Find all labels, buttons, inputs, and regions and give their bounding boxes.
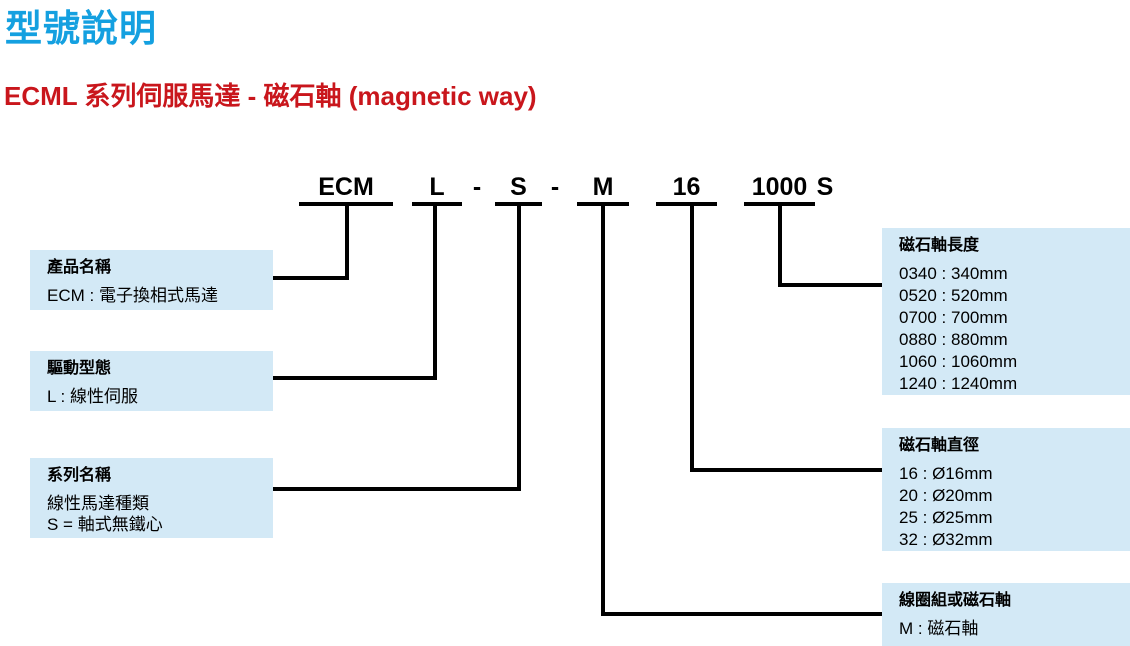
connector-ecm-vertical — [345, 206, 349, 280]
callout-product-name-title: 產品名稱 — [47, 259, 112, 276]
connector-16-horizontal — [690, 468, 882, 472]
connector-1000-horizontal — [778, 283, 882, 287]
callout-drive-type-line: L : 線性伺服 — [47, 387, 138, 406]
callout-series-name-line-1: 線性馬達種類 — [47, 494, 149, 513]
connector-s-vertical — [517, 206, 521, 491]
connector-m-vertical — [601, 206, 605, 616]
magnet-way-length-option-2: 0520 : 520mm — [899, 286, 1008, 305]
model-code-m: M — [577, 172, 629, 206]
connector-16-vertical — [690, 206, 694, 472]
connector-1000-vertical — [778, 206, 782, 287]
model-code-hyphen-1: - — [472, 173, 482, 201]
magnet-way-length-option-5: 1060 : 1060mm — [899, 352, 1018, 371]
magnet-way-diameter-option-4: 32 : Ø32mm — [899, 530, 993, 549]
magnet-way-length-option-6: 1240 : 1240mm — [899, 374, 1018, 393]
model-code-ecm: ECM — [299, 172, 393, 206]
connector-l-vertical — [433, 206, 437, 380]
model-code-s: S — [495, 172, 542, 206]
callout-magnet-way-length-title: 磁石軸長度 — [899, 237, 980, 254]
callout-coil-or-magnet-way: 線圈組或磁石軸 M : 磁石軸 — [882, 583, 1130, 646]
coil-or-magnet-way-option: M : 磁石軸 — [899, 619, 979, 638]
page-subtitle: ECML 系列伺服馬達 - 磁石軸 (magnetic way) — [4, 81, 537, 111]
callout-series-name: 系列名稱 線性馬達種類 S = 軸式無鐵心 — [30, 458, 273, 538]
model-code-l: L — [412, 172, 462, 206]
callout-drive-type-title: 驅動型態 — [47, 360, 112, 377]
callout-magnet-way-length: 磁石軸長度 0340 : 340mm 0520 : 520mm 0700 : 7… — [882, 228, 1130, 395]
connector-ecm-horizontal — [273, 276, 349, 280]
model-code-16: 16 — [656, 172, 717, 206]
model-code-s-suffix: S — [816, 173, 834, 201]
model-code-hyphen-2: - — [550, 173, 560, 201]
callout-series-name-title: 系列名稱 — [47, 467, 112, 484]
callout-magnet-way-diameter: 磁石軸直徑 16 : Ø16mm 20 : Ø20mm 25 : Ø25mm 3… — [882, 428, 1130, 551]
magnet-way-diameter-option-1: 16 : Ø16mm — [899, 464, 993, 483]
callout-series-name-line-2: S = 軸式無鐵心 — [47, 515, 163, 534]
page-title: 型號說明 — [5, 8, 157, 49]
model-code-1000: 1000 — [744, 172, 815, 206]
connector-m-horizontal — [601, 612, 882, 616]
callout-coil-or-magnet-way-title: 線圈組或磁石軸 — [899, 592, 1012, 609]
callout-product-name-line: ECM : 電子換相式馬達 — [47, 286, 218, 305]
connector-l-horizontal — [273, 376, 437, 380]
callout-drive-type: 驅動型態 L : 線性伺服 — [30, 351, 273, 411]
callout-magnet-way-diameter-title: 磁石軸直徑 — [899, 437, 980, 454]
magnet-way-diameter-option-2: 20 : Ø20mm — [899, 486, 993, 505]
magnet-way-length-option-3: 0700 : 700mm — [899, 308, 1008, 327]
magnet-way-length-option-1: 0340 : 340mm — [899, 264, 1008, 283]
magnet-way-diameter-option-3: 25 : Ø25mm — [899, 508, 993, 527]
callout-product-name: 產品名稱 ECM : 電子換相式馬達 — [30, 250, 273, 310]
magnet-way-length-option-4: 0880 : 880mm — [899, 330, 1008, 349]
connector-s-horizontal — [273, 487, 521, 491]
